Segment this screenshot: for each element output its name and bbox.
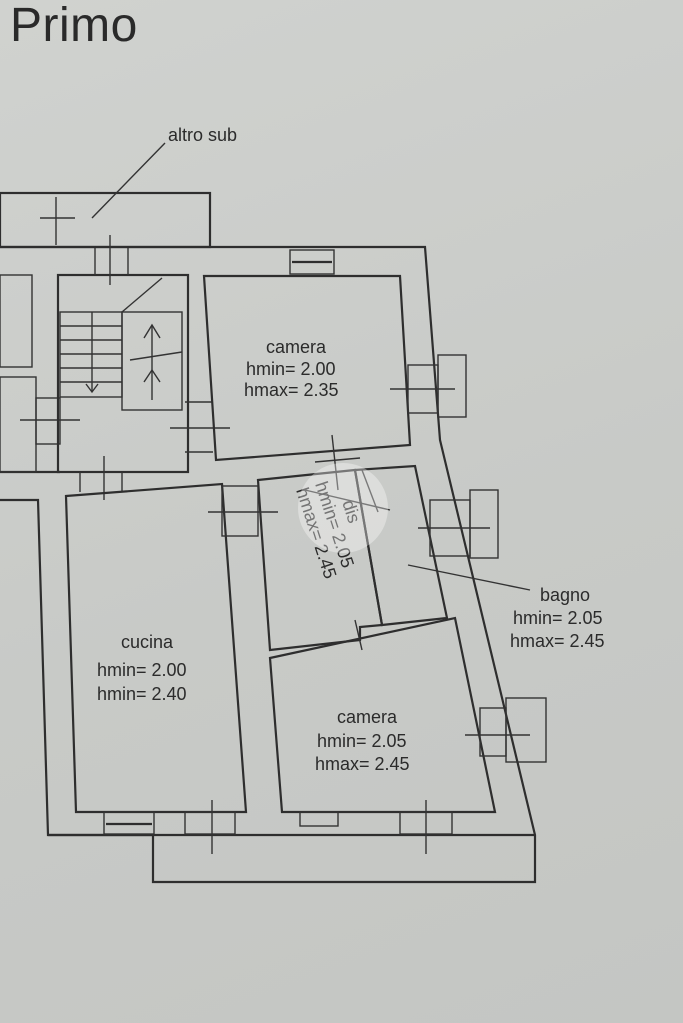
label-camera-bottom-hmax: hmax= 2.45 [315,754,410,774]
room-cucina [64,482,278,854]
room-camera-top [202,249,467,491]
annex-altro-sub [0,142,212,249]
watermark-circle [298,463,388,553]
label-bagno-hmin: hmin= 2.05 [513,608,603,628]
staircase [56,235,230,500]
label-camera-bottom-name: camera [337,707,398,727]
label-cucina-hmin: hmin= 2.00 [97,660,187,680]
floor-title: Primo [10,0,138,52]
label-altro-sub: altro sub [168,125,237,145]
label-bagno-hmax: hmax= 2.45 [510,631,605,651]
label-camera-top-hmin: hmin= 2.00 [246,359,336,379]
label-camera-bottom-hmin: hmin= 2.05 [317,731,407,751]
room-camera-bottom [268,616,547,854]
label-camera-top-hmax: hmax= 2.35 [244,380,339,400]
label-cucina-hmin2: hmin= 2.40 [97,684,187,704]
label-camera-top-name: camera [266,337,327,357]
room-bagno [353,464,531,627]
label-cucina-name: cucina [121,632,174,652]
label-bagno-name: bagno [540,585,590,605]
left-side-units [0,274,80,473]
